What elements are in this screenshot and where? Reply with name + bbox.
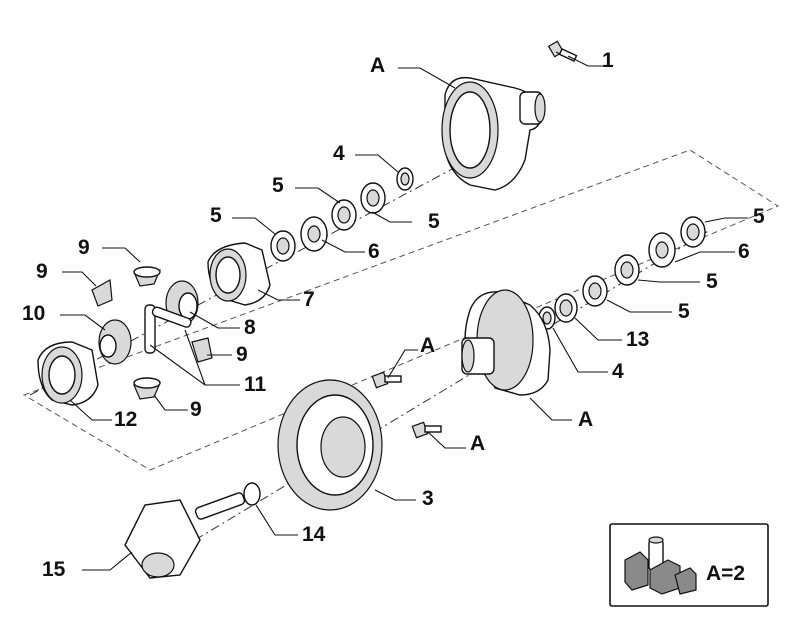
callout-5-r2: 5 [706,270,718,293]
callout-5-c: 5 [210,204,222,227]
callout-8: 8 [244,316,256,339]
part-a-bolt-mid[interactable] [371,371,402,389]
callout-4-right: 4 [612,360,624,383]
callout-5-b: 5 [428,210,440,233]
callout-5-r3: 5 [678,300,690,323]
callout-13: 13 [626,328,649,351]
part-3-ring-gear[interactable] [277,379,383,511]
callout-a-bolt: A [470,432,485,455]
callout-11: 11 [244,373,267,396]
legend-box: A=2 [609,523,769,607]
callout-a-mid: A [420,334,435,357]
callout-5-a: 5 [272,174,284,197]
part-9-pinion-a[interactable] [133,266,161,287]
part-5-washer-r1[interactable] [680,216,706,248]
part-4-ring-top[interactable] [396,167,414,191]
part-5-washer-r2[interactable] [614,254,640,286]
upper-axis [29,129,526,396]
part-5-washer-b[interactable] [331,199,357,231]
callout-5-r1: 5 [753,205,765,228]
callout-a-right: A [578,408,593,431]
leader-lines [60,55,748,571]
callout-6-right: 6 [738,240,750,263]
part-14-circlip[interactable] [243,482,261,506]
part-6-disc-right[interactable] [648,232,676,268]
callout-14: 14 [302,523,326,546]
callout-9-d: 9 [190,398,202,421]
part-10-side-gear[interactable] [98,319,132,365]
assembly-boundary-frame [22,149,780,471]
callout-a-top: A [370,54,385,77]
kit-boxes-icon [624,536,697,595]
callout-3: 3 [422,487,434,510]
callout-4-top: 4 [333,142,345,165]
callout-9-a: 9 [78,236,90,259]
part-9-pinion-d[interactable] [133,377,161,400]
legend-label: A=2 [706,562,745,585]
part-13-ring[interactable] [554,293,578,323]
part-7-cup[interactable] [207,242,271,306]
part-a-housing-top[interactable] [441,76,546,191]
callout-9-c: 9 [236,343,248,366]
part-9-pinion-c[interactable] [191,337,213,363]
callout-15: 15 [42,558,66,581]
part-9-pinion-b[interactable] [91,279,113,307]
callout-7: 7 [303,288,315,311]
part-15-axle-joint[interactable] [124,492,246,579]
part-a-bolt-lower[interactable] [411,421,442,439]
part-5-washer-a[interactable] [360,182,386,214]
part-a-housing-right[interactable] [461,289,551,396]
callout-9-b: 9 [36,260,48,283]
part-5-washer-r3[interactable] [582,275,608,307]
callout-10: 10 [22,302,45,325]
part-5-washer-c[interactable] [270,230,296,262]
part-6-disc-left[interactable] [300,216,328,252]
part-11-pin-set[interactable] [144,304,192,354]
callout-6-left: 6 [368,240,380,263]
part-12-case[interactable] [37,341,99,406]
callout-1: 1 [602,49,614,72]
callout-12: 12 [114,408,137,431]
